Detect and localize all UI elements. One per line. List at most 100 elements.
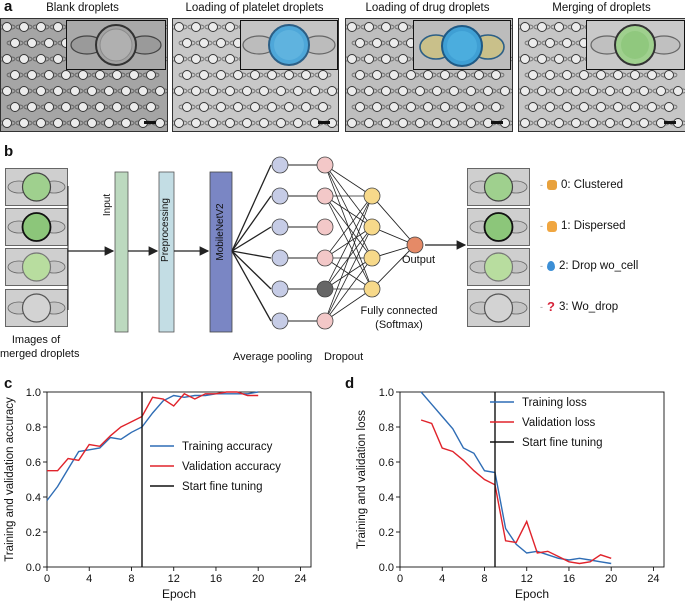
well — [550, 86, 568, 96]
well — [601, 118, 619, 128]
class-row-0: - 0: Clustered — [540, 179, 624, 191]
dropout-node — [316, 156, 334, 174]
class-label-1: 1: Dispersed — [561, 220, 626, 232]
x-tick-label: 0 — [397, 573, 403, 585]
well — [306, 86, 324, 96]
fully-connected-label-1: Fully connected — [360, 305, 438, 317]
well — [592, 70, 610, 80]
y-axis-label: Training and validation loss — [356, 410, 368, 549]
well — [66, 118, 84, 128]
well — [173, 118, 188, 128]
inset-merged-droplet — [586, 20, 685, 70]
series-line-training-accuracy — [46, 391, 259, 501]
y-tick-label: 1.0 — [26, 387, 41, 399]
well — [652, 86, 670, 96]
well — [6, 102, 24, 112]
inset-blank-droplet — [66, 20, 166, 70]
well — [558, 102, 576, 112]
well — [187, 118, 205, 128]
well — [592, 102, 610, 112]
y-tick-label: 0.8 — [379, 422, 394, 434]
legend-label: Training loss — [522, 397, 587, 409]
well — [195, 102, 213, 112]
well — [567, 118, 585, 128]
input-thumb-dispersed — [5, 208, 68, 246]
well — [272, 118, 290, 128]
well — [229, 70, 247, 80]
well — [533, 54, 551, 64]
input-caption-line2: merged droplets — [0, 348, 80, 360]
well — [558, 70, 576, 80]
preprocessing-layer-label: Preprocessing — [160, 198, 171, 262]
well — [567, 86, 585, 96]
well — [351, 70, 369, 80]
x-tick-label: 20 — [605, 573, 617, 585]
well — [643, 70, 661, 80]
well — [351, 38, 369, 48]
well — [419, 70, 437, 80]
well — [558, 38, 576, 48]
well — [402, 102, 420, 112]
well — [368, 70, 386, 80]
well — [195, 70, 213, 80]
well — [419, 102, 437, 112]
well — [567, 22, 585, 32]
well — [178, 70, 196, 80]
well — [635, 86, 653, 96]
well — [541, 38, 559, 48]
well — [23, 102, 41, 112]
well — [377, 118, 395, 128]
x-tick-label: 20 — [252, 573, 264, 585]
well — [669, 86, 685, 96]
well — [351, 102, 369, 112]
droplet-graphic — [7, 252, 66, 282]
input-layer-box — [114, 171, 129, 333]
open-hand-icon — [547, 220, 557, 232]
droplet-graphic — [7, 172, 66, 202]
pooling-node — [271, 218, 289, 236]
well — [221, 86, 239, 96]
well — [255, 118, 273, 128]
well — [394, 54, 412, 64]
well — [91, 70, 109, 80]
legend-label: Start fine tuning — [522, 437, 603, 449]
well — [178, 38, 196, 48]
droplet-graphic — [469, 293, 528, 323]
well — [32, 86, 50, 96]
well — [255, 86, 273, 96]
well — [635, 118, 653, 128]
question-mark-icon: ? — [547, 299, 555, 314]
well — [32, 22, 50, 32]
well — [462, 118, 480, 128]
well — [32, 54, 50, 64]
y-tick-label: 0.2 — [26, 527, 41, 539]
x-axis-label: Epoch — [162, 587, 196, 601]
well — [496, 86, 512, 96]
x-tick-label: 12 — [521, 573, 533, 585]
y-tick-label: 0.4 — [26, 492, 41, 504]
well — [346, 86, 361, 96]
well — [1, 22, 16, 32]
network-diagram — [67, 156, 467, 333]
well — [49, 86, 67, 96]
class-label-0: 0: Clustered — [561, 179, 624, 191]
well — [445, 86, 463, 96]
well — [360, 86, 378, 96]
well — [368, 102, 386, 112]
well — [323, 86, 338, 96]
class-row-3: - ? 3: Wo_drop — [540, 299, 619, 314]
well — [221, 22, 239, 32]
well — [108, 70, 126, 80]
well — [238, 118, 256, 128]
series-line-validation-accuracy — [47, 391, 259, 472]
well — [297, 70, 315, 80]
pooling-node — [271, 312, 289, 330]
well — [402, 70, 420, 80]
x-tick-label: 8 — [128, 573, 134, 585]
x-tick-label: 8 — [481, 573, 487, 585]
output-thumb-clustered — [467, 168, 530, 206]
class-label-2: 2: Drop wo_cell — [559, 260, 639, 272]
well — [212, 102, 230, 112]
